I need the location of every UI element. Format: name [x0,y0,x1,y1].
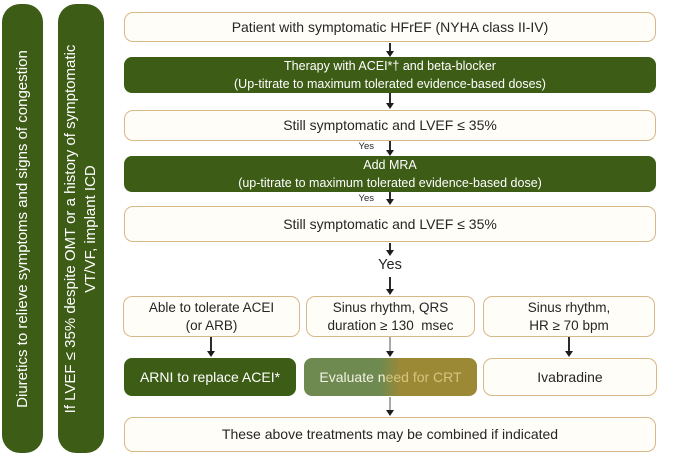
sidebar-icd-line1: If LVEF ≤ 35% despite OMT or a history o… [61,44,79,413]
yes-label-1: Yes [358,141,375,152]
ivabradine-box: Ivabradine [483,358,657,396]
mra-box: Add MRA (up-titrate to maximum tolerated… [124,156,656,192]
arrowhead-icon [386,250,394,256]
arni-box: ARNI to replace ACEI* [124,358,296,396]
mra-line2: (up-titrate to maximum tolerated evidenc… [238,176,542,190]
sidebar-diuretics: Diuretics to relieve symptoms and signs … [2,4,43,453]
mra-line1: Add MRA [363,157,417,172]
crt-label-left: Evaluate n [319,369,386,385]
hr-criteria-box: Sinus rhythm, HR ≥ 70 bpm [483,296,655,337]
patient-box-label: Patient with symptomatic HFrEF (NYHA cla… [231,18,549,35]
hr-line2: HR ≥ 70 bpm [529,317,609,333]
yes-label-2: Yes [358,193,375,204]
arrowhead-icon [386,410,394,416]
still-symptomatic-box-2: Still symptomatic and LVEF ≤ 35% [124,206,656,242]
sidebar-diuretics-label: Diuretics to relieve symptoms and signs … [13,49,31,408]
still-symptomatic-1-label: Still symptomatic and LVEF ≤ 35% [283,117,497,134]
arni-label: ARNI to replace ACEI* [139,368,281,385]
still-symptomatic-2-label: Still symptomatic and LVEF ≤ 35% [283,215,497,232]
arrow-hr-to-ivabradine [563,337,575,357]
sidebar-icd-label: If LVEF ≤ 35% despite OMT or a history o… [61,4,102,453]
arrow-acei-to-arni [205,337,217,357]
sidebar-icd-line2: VT/VF, implant ICD [82,164,99,293]
arrow-patient-to-therapy [384,43,396,57]
arrow-mra-to-still2 [384,192,396,205]
qrs-line1: Sinus rhythm, QRS [332,299,449,315]
still-symptomatic-box-1: Still symptomatic and LVEF ≤ 35% [124,110,656,141]
arrow-crt-to-combined [384,397,396,416]
acei-tolerate-line1: Able to tolerate ACEI [148,299,275,315]
acei-tolerate-box: Able to tolerate ACEI (or ARB) [123,296,300,337]
arrow-yes-to-criteria [384,277,396,295]
therapy-box: Therapy with ACEI*† and beta-blocker (Up… [124,57,656,93]
arrowhead-icon [386,289,394,295]
arrowhead-icon [386,351,394,357]
sidebar-icd: If LVEF ≤ 35% despite OMT or a history o… [58,4,104,453]
arrowhead-icon [386,199,394,205]
acei-tolerate-line2: (or ARB) [185,317,238,333]
qrs-criteria-box: Sinus rhythm, QRS duration ≥ 130 msec [306,296,475,337]
combined-treatments-box: These above treatments may be combined i… [124,417,656,452]
arrowhead-icon [386,150,394,156]
combined-treatments-label: These above treatments may be combined i… [221,426,559,443]
arrow-qrs-to-crt [384,337,396,357]
therapy-line1: Therapy with ACEI*† and beta-blocker [284,58,496,73]
yes-label-3: Yes [378,257,402,273]
arrow-still1-to-mra [384,141,396,156]
qrs-line2: duration ≥ 130 msec [327,317,454,333]
therapy-line2: (Up-titrate to maximum tolerated evidenc… [234,77,546,91]
arrowhead-icon [207,351,215,357]
crt-label-right: eed for CRT [385,369,462,385]
arrowhead-icon [565,351,573,357]
patient-box: Patient with symptomatic HFrEF (NYHA cla… [124,12,656,42]
hr-line1: Sinus rhythm, [527,299,611,315]
arrowhead-icon [386,103,394,109]
arrowhead-icon [386,51,394,57]
arrow-therapy-to-still1 [384,93,396,109]
arrow-still2-to-yes [384,243,396,256]
ivabradine-label: Ivabradine [537,368,603,385]
